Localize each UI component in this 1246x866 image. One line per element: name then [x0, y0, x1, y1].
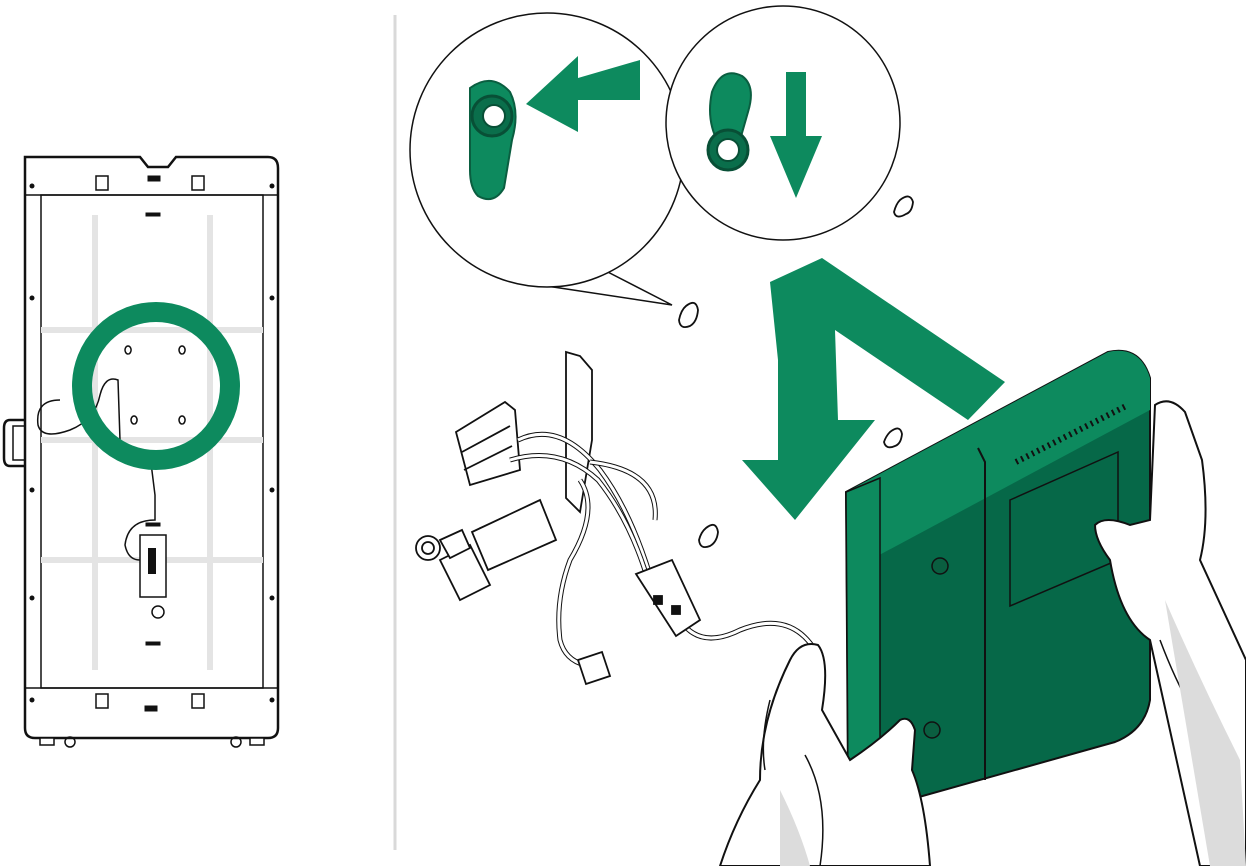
- bracket-rotate-down-icon: [708, 73, 751, 170]
- connector-plug-icon: [416, 500, 700, 684]
- callout-circle-2: [666, 6, 900, 240]
- callout-circle-1: [410, 13, 684, 287]
